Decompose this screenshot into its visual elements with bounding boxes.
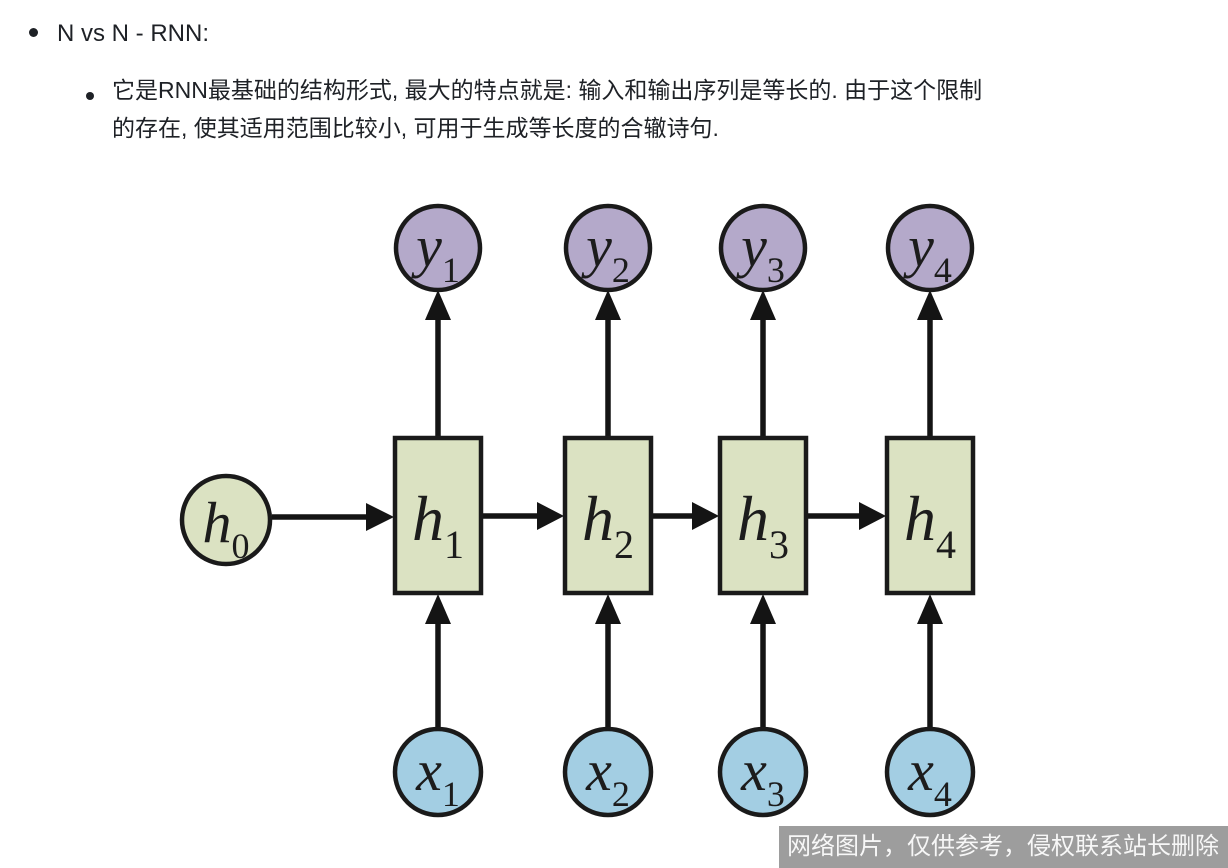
- arrow-x2-to-h2: [595, 594, 621, 729]
- watermark-bar: 网络图片，仅供参考，侵权联系站长删除: [779, 826, 1228, 868]
- description-line-1: 它是RNN最基础的结构形式, 最大的特点就是: 输入和输出序列是等长的. 由于这…: [112, 77, 983, 103]
- svg-text:h0: h0: [203, 490, 250, 566]
- svg-text:h4: h4: [904, 483, 956, 567]
- arrow-h4-to-y4: [917, 290, 943, 436]
- input-node-x2: x2: [562, 726, 654, 818]
- arrow-h3-to-h4: [807, 502, 886, 530]
- arrow-h2-to-h3: [652, 502, 719, 530]
- svg-text:x2: x2: [585, 738, 630, 814]
- svg-text:h2: h2: [582, 483, 634, 567]
- arrow-x1-to-h1: [425, 594, 451, 729]
- svg-text:y3: y3: [736, 214, 785, 290]
- description-line-2: 的存在, 使其适用范围比较小, 可用于生成等长度的合辙诗句.: [112, 115, 719, 141]
- diagram-arrows: [272, 290, 943, 729]
- arrow-h1-to-y1: [425, 290, 451, 436]
- output-node-y2: y2: [563, 203, 653, 293]
- hidden-node-h4: h4: [884, 435, 976, 596]
- arrow-h1-to-h2: [482, 502, 564, 530]
- svg-text:y1: y1: [411, 214, 460, 290]
- hidden-node-h3: h3: [717, 435, 809, 596]
- input-node-x3: x3: [717, 726, 809, 818]
- hidden-node-h2: h2: [562, 435, 654, 596]
- svg-text:x3: x3: [740, 738, 785, 814]
- svg-text:x4: x4: [907, 738, 952, 814]
- svg-text:h3: h3: [737, 483, 789, 567]
- arrow-h3-to-y3: [750, 290, 776, 436]
- svg-text:y4: y4: [903, 214, 952, 290]
- initial-state-node-h0: h0: [179, 473, 273, 567]
- arrow-h0-to-h1: [272, 503, 394, 531]
- hidden-node-h1: h1: [392, 435, 484, 596]
- section-description: 它是RNN最基础的结构形式, 最大的特点就是: 输入和输出序列是等长的. 由于这…: [112, 71, 982, 147]
- section-title: N vs N - RNN:: [57, 20, 209, 47]
- svg-text:x1: x1: [415, 738, 460, 814]
- arrow-x3-to-h3: [750, 594, 776, 729]
- arrow-h2-to-y2: [595, 290, 621, 436]
- input-node-x4: x4: [884, 726, 976, 818]
- output-node-y1: y1: [393, 203, 483, 293]
- bullet-marker-level1: [29, 28, 38, 37]
- bullet-marker-level2: [86, 92, 94, 100]
- arrow-x4-to-h4: [917, 594, 943, 729]
- output-node-y3: y3: [718, 203, 808, 293]
- output-node-y4: y4: [885, 203, 975, 293]
- input-node-x1: x1: [392, 726, 484, 818]
- svg-text:h1: h1: [412, 483, 464, 567]
- svg-text:y2: y2: [581, 214, 630, 290]
